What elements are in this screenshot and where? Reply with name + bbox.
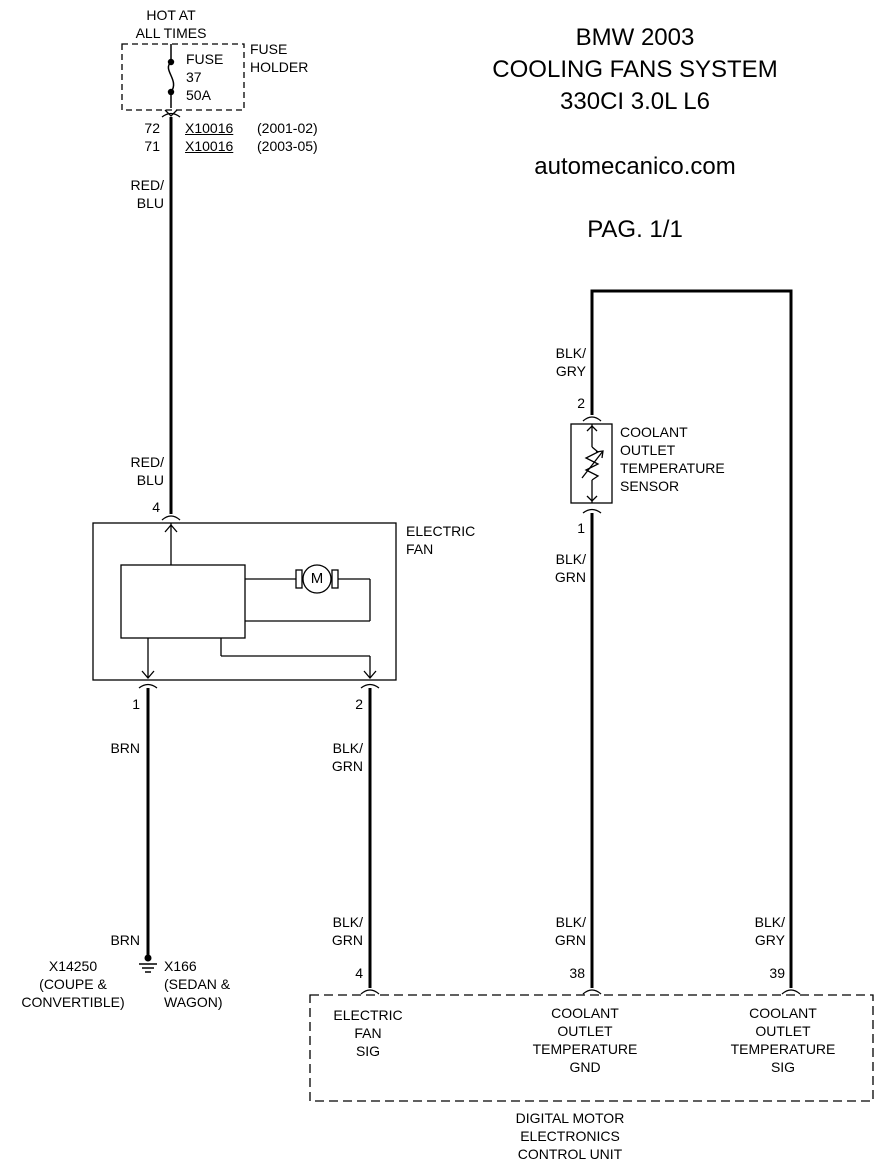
years-2003-05: (2003-05) [257, 138, 318, 154]
fuse-pin-72: 72 [144, 120, 160, 136]
dme-pin-39: 39 [769, 965, 785, 981]
fan-pin2-connector [360, 683, 380, 689]
wire-color-red-blu-top: RED/ BLU [130, 177, 164, 211]
wire-color-blk-grn-fan-bottom: BLK/ GRN [331, 914, 363, 948]
fuse-holder-label: FUSE HOLDER [250, 41, 309, 75]
ground-symbol [139, 954, 157, 973]
dme-coolant-sig-label: COOLANT OUTLET TEMPERATURE SIG [730, 1005, 836, 1075]
connector-x10016-a: X10016 [185, 120, 234, 136]
electric-fan-box [92, 522, 397, 681]
electric-fan-label: ELECTRIC FAN [406, 523, 476, 557]
page-number: PAG. 1/1 [587, 216, 683, 243]
hot-at-all-times-label: HOT AT ALL TIMES [135, 7, 207, 41]
diagram-title-line3: 330CI 3.0L L6 [560, 88, 710, 115]
connector-x10016-b: X10016 [185, 138, 234, 154]
fuse-output-connector [161, 109, 181, 118]
wire-color-blk-grn-fan-top: BLK/ GRN [331, 740, 363, 774]
dme-pin-38: 38 [569, 965, 585, 981]
sensor-pin2-connector [582, 416, 602, 422]
ground-x166-label: X166 (SEDAN & WAGON) [164, 958, 231, 1010]
diagram-title-line1: BMW 2003 [575, 24, 695, 51]
fan-pin-4: 4 [152, 499, 160, 515]
sensor-pin-2: 2 [577, 395, 585, 411]
wire-color-blk-gry-sig-bottom: BLK/ GRY [754, 914, 785, 948]
fan-pin1-connector [138, 683, 158, 689]
wire-color-blk-gry-sensor: BLK/ GRY [555, 345, 586, 379]
dme-coolant-gnd-label: COOLANT OUTLET TEMPERATURE GND [532, 1005, 638, 1075]
wire-color-blk-grn-gnd-bottom: BLK/ GRN [554, 914, 586, 948]
years-2001-02: (2001-02) [257, 120, 318, 136]
motor-m-label: M [310, 570, 324, 587]
coolant-sensor-label: COOLANT OUTLET TEMPERATURE SENSOR [620, 424, 725, 494]
fuse-pin-71: 71 [144, 138, 160, 154]
fuse-holder-box [121, 43, 245, 111]
motor-symbol [295, 564, 339, 594]
fan-pin-2: 2 [355, 696, 363, 712]
fan-pin4-connector [161, 515, 181, 521]
wire-color-blk-grn-sensor: BLK/ GRN [554, 551, 586, 585]
wire-color-brn-top: BRN [110, 740, 140, 756]
wire-color-red-blu-bottom: RED/ BLU [130, 454, 164, 488]
sensor-pin-1: 1 [577, 520, 585, 536]
fuse-symbol [167, 44, 175, 108]
sensor-pin1-connector [582, 508, 602, 514]
wire-blk-gry-sensor-loop [590, 289, 793, 982]
temperature-sensor-symbol [570, 423, 613, 504]
website-label: automecanico.com [534, 153, 736, 180]
ground-x14250-label: X14250 (COUPE & CONVERTIBLE) [21, 958, 125, 1010]
wire-color-brn-bottom: BRN [110, 932, 140, 948]
dme-electric-fan-sig-label: ELECTRIC FAN SIG [333, 1007, 403, 1059]
dme-box [309, 994, 874, 1102]
fuse-label: FUSE 37 50A [186, 51, 224, 103]
dme-pin-4: 4 [355, 965, 363, 981]
fan-pin-1: 1 [132, 696, 140, 712]
dme-unit-label: DIGITAL MOTOR ELECTRONICS CONTROL UNIT [515, 1110, 625, 1162]
diagram-title-line2: COOLING FANS SYSTEM [492, 56, 778, 83]
dme-connectors [360, 982, 801, 995]
